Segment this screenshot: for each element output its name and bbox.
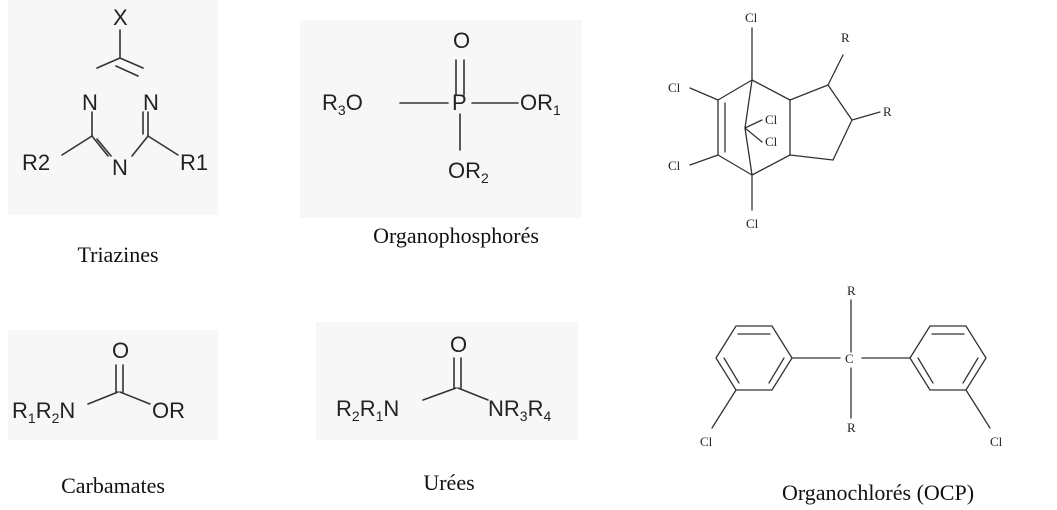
ocp-ddt-structure: R C R Cl Cl Organochlorés (OCP) [700, 283, 1003, 505]
ocp-cl-top: Cl [745, 10, 758, 25]
urees-panel [316, 322, 578, 440]
ddt-c: C [845, 351, 854, 366]
ddt-left-ring [715, 325, 793, 391]
triazine-x-label: X [113, 5, 128, 30]
urees-caption: Urées [423, 470, 474, 495]
ocp-cl-left-2: Cl [668, 158, 681, 173]
carbamate-r1r2n-group: R1R2N [12, 398, 75, 426]
op-or2-group: OR2 [448, 158, 489, 186]
carbamates-caption: Carbamates [61, 473, 165, 498]
triazine-n-right: N [143, 90, 159, 115]
uree-r2r1n-group: R2R1N [336, 396, 399, 424]
ddt-cl-left: Cl [700, 434, 713, 449]
ocp-caption: Organochlorés (OCP) [782, 480, 974, 505]
ocp-cyclodiene-structure: Cl Cl Cl Cl Cl Cl R R [668, 10, 892, 231]
ocp-r-top: R [841, 30, 850, 45]
ddt-r-bottom: R [847, 420, 856, 435]
op-o-top: O [453, 28, 470, 53]
ddt-cl-right: Cl [990, 434, 1003, 449]
triazine-n-bottom: N [112, 155, 128, 180]
uree-nr3r4-group: NR3R4 [488, 396, 551, 424]
ocp-cl-left-1: Cl [668, 80, 681, 95]
uree-o: O [450, 332, 467, 357]
carbamates-panel [8, 330, 218, 440]
triazines-panel [8, 0, 218, 215]
ddt-r-top: R [847, 283, 856, 298]
triazines-structure: X N N N R2 R1 Triazines [8, 0, 218, 267]
triazine-r2-label: R2 [22, 150, 50, 175]
triazines-caption: Triazines [77, 242, 158, 267]
op-p-atom: P [452, 90, 467, 115]
ocp-cl-bottom: Cl [746, 216, 759, 231]
organophosphores-panel [300, 20, 582, 218]
carbamate-o: O [112, 338, 129, 363]
carbamates-structure: O R1R2N OR Carbamates [8, 330, 218, 498]
carbamate-or: OR [152, 398, 185, 423]
op-r3o-group: R3O [322, 90, 363, 118]
triazine-r1-label: R1 [180, 150, 208, 175]
ocp-r-right: R [883, 104, 892, 119]
organophosphores-structure: O R3O P OR1 OR2 Organophosphorés [300, 20, 582, 248]
op-or1-group: OR1 [520, 90, 561, 118]
ddt-right-ring [909, 325, 987, 391]
ocp-cl-bridge-2: Cl [765, 134, 778, 149]
triazine-n-left: N [82, 90, 98, 115]
organophosphores-caption: Organophosphorés [373, 223, 539, 248]
ocp-cl-bridge-1: Cl [765, 112, 778, 127]
urees-structure: O R2R1N NR3R4 Urées [316, 322, 578, 495]
